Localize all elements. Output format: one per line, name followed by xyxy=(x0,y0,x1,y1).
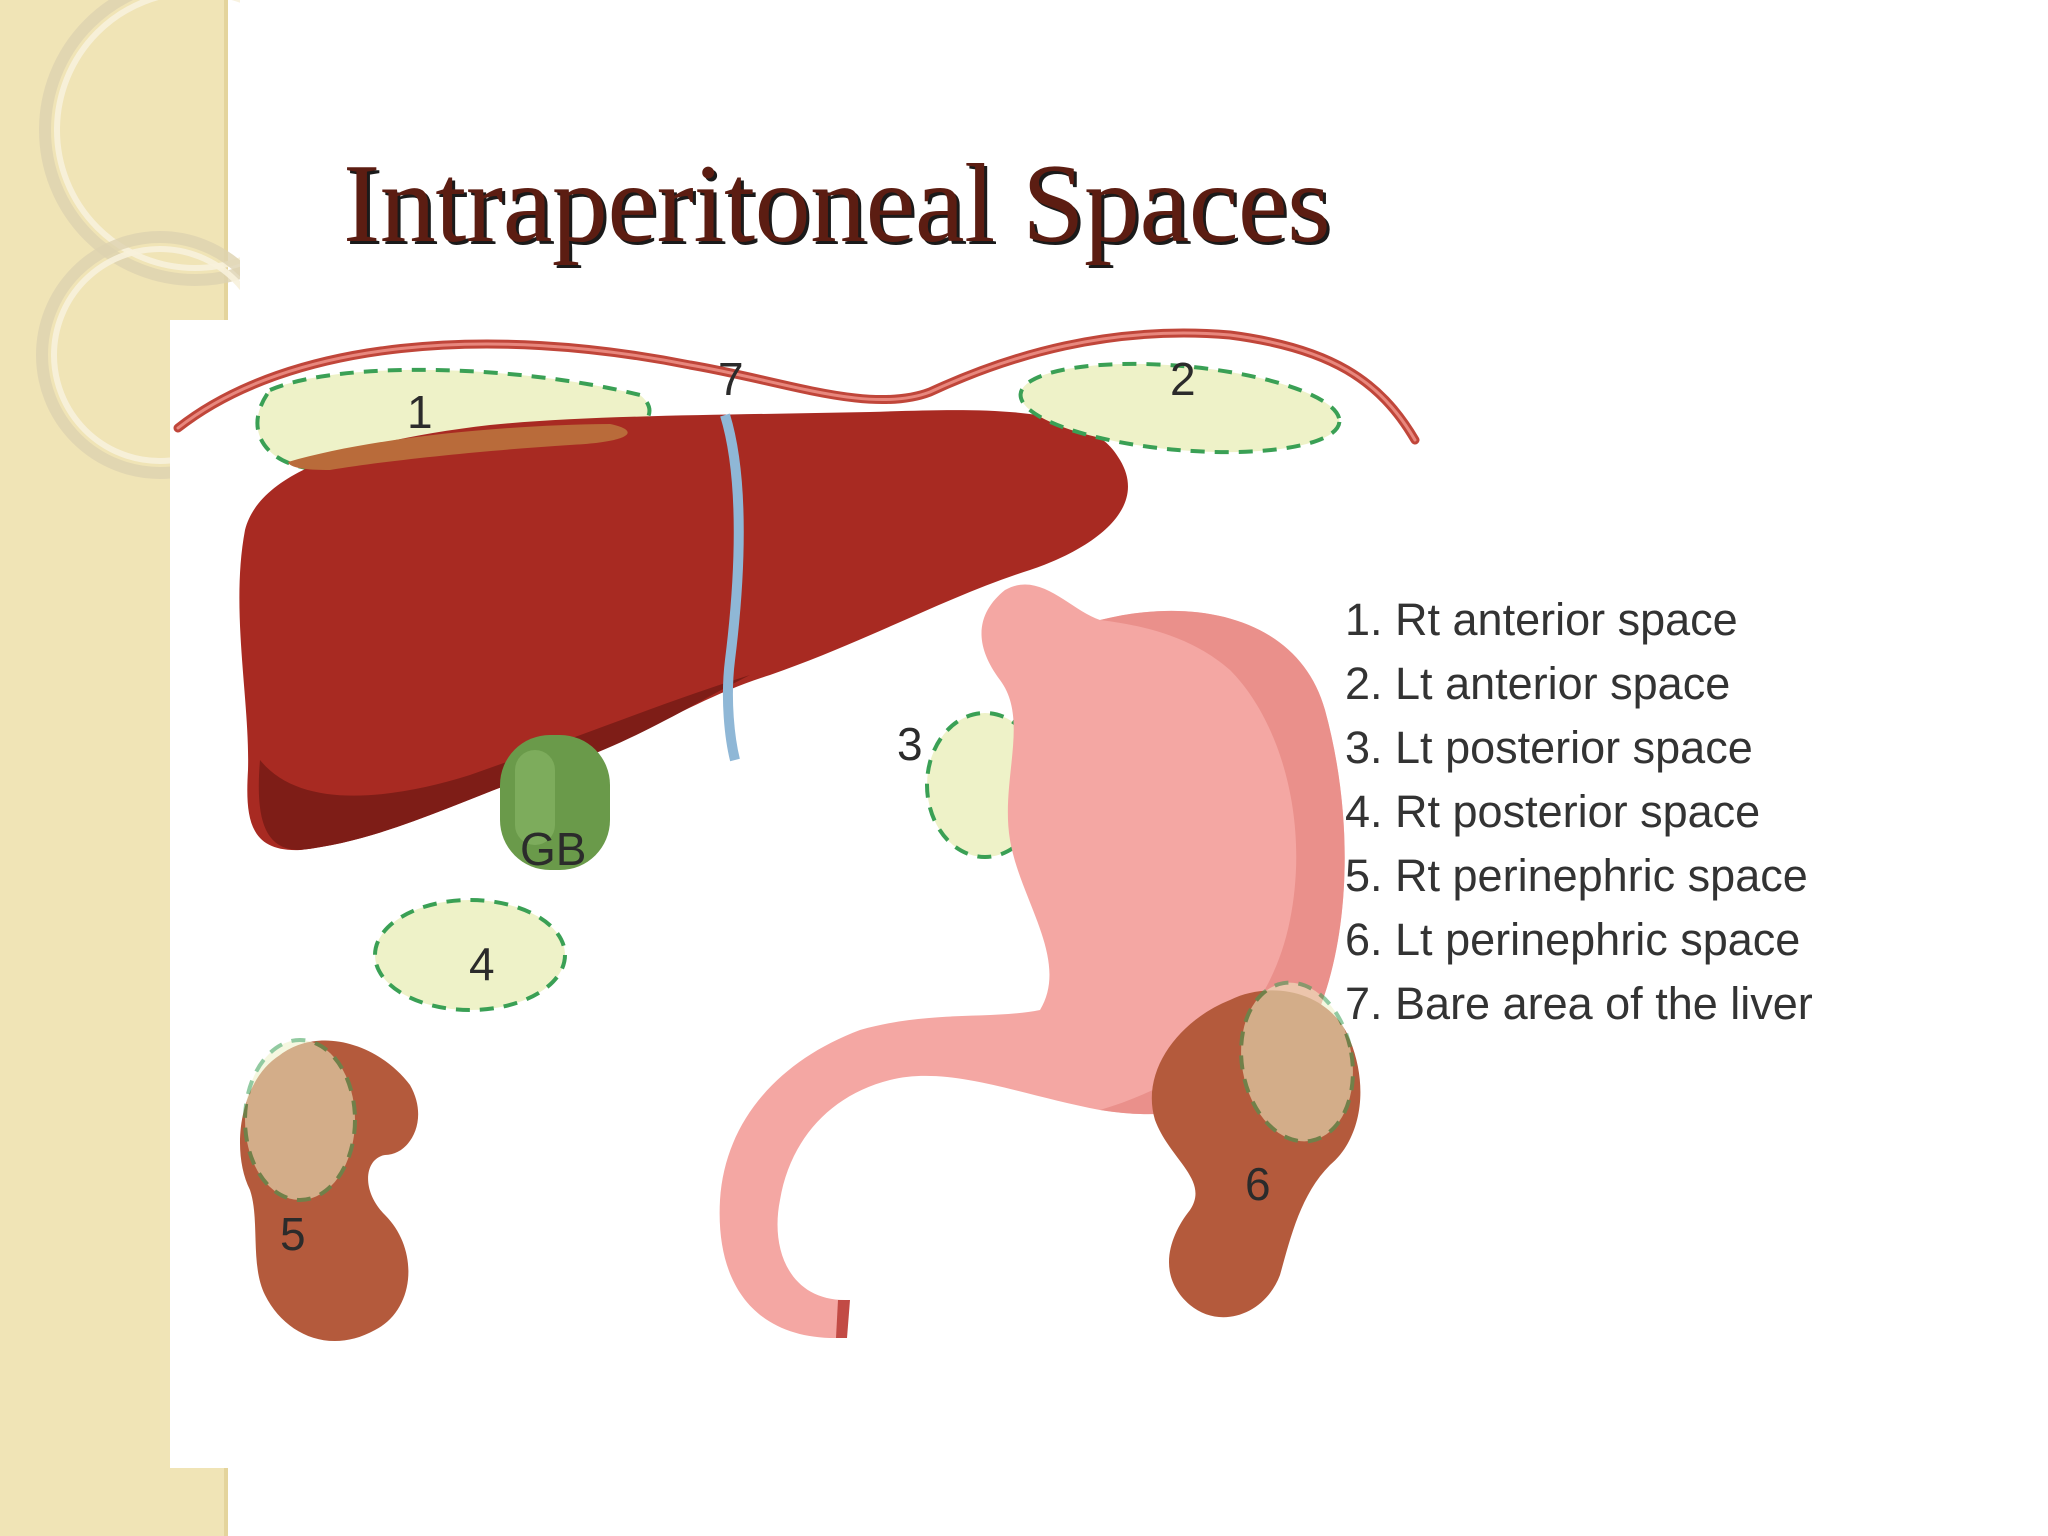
legend: 1. Rt anterior space 2. Lt anterior spac… xyxy=(1345,588,1910,1036)
ring-small xyxy=(36,231,240,479)
legend-item-7: 7. Bare area of the liver xyxy=(1345,978,1813,1029)
label-gallbladder: GB xyxy=(520,823,586,875)
liver xyxy=(239,410,1128,851)
slide-title: Intraperitoneal Spaces xyxy=(343,142,1331,266)
liver-shadow xyxy=(258,675,750,850)
legend-item-2: 2. Lt anterior space xyxy=(1345,658,1731,709)
legend-item-3: 3. Lt posterior space xyxy=(1345,722,1753,773)
legend-item-6: 6. Lt perinephric space xyxy=(1345,914,1801,965)
gallbladder-highlight xyxy=(515,750,555,845)
stomach xyxy=(719,584,1345,1339)
label-space-1: 1 xyxy=(407,386,433,438)
ring-large xyxy=(39,0,240,286)
anatomy-diagram: 1 2 3 4 5 6 7 GB xyxy=(173,328,1420,1342)
bare-area-band xyxy=(720,413,744,762)
ring-large-inner xyxy=(54,0,240,271)
ring-small-inner xyxy=(51,246,240,464)
stomach-end xyxy=(836,1300,850,1338)
space-4-region xyxy=(373,898,567,1012)
space-5-region xyxy=(243,1038,357,1202)
anatomy-figure: 1 2 3 4 5 6 7 GB 1. Rt anterior space 2.… xyxy=(170,320,1910,1468)
label-space-3: 3 xyxy=(897,718,923,770)
space-6-region xyxy=(1239,980,1355,1144)
label-space-7: 7 xyxy=(718,353,744,405)
diaphragm-highlight xyxy=(176,331,1417,442)
label-space-5: 5 xyxy=(280,1208,306,1260)
space-2-region xyxy=(1018,361,1342,455)
label-space-6: 6 xyxy=(1245,1158,1271,1210)
decorative-rings xyxy=(36,0,240,479)
legend-item-5: 5. Rt perinephric space xyxy=(1345,850,1808,901)
space-1-overlap xyxy=(288,424,628,470)
label-space-2: 2 xyxy=(1170,353,1196,405)
legend-item-4: 4. Rt posterior space xyxy=(1345,786,1761,837)
label-space-4: 4 xyxy=(469,938,495,990)
legend-item-1: 1. Rt anterior space xyxy=(1345,594,1738,645)
